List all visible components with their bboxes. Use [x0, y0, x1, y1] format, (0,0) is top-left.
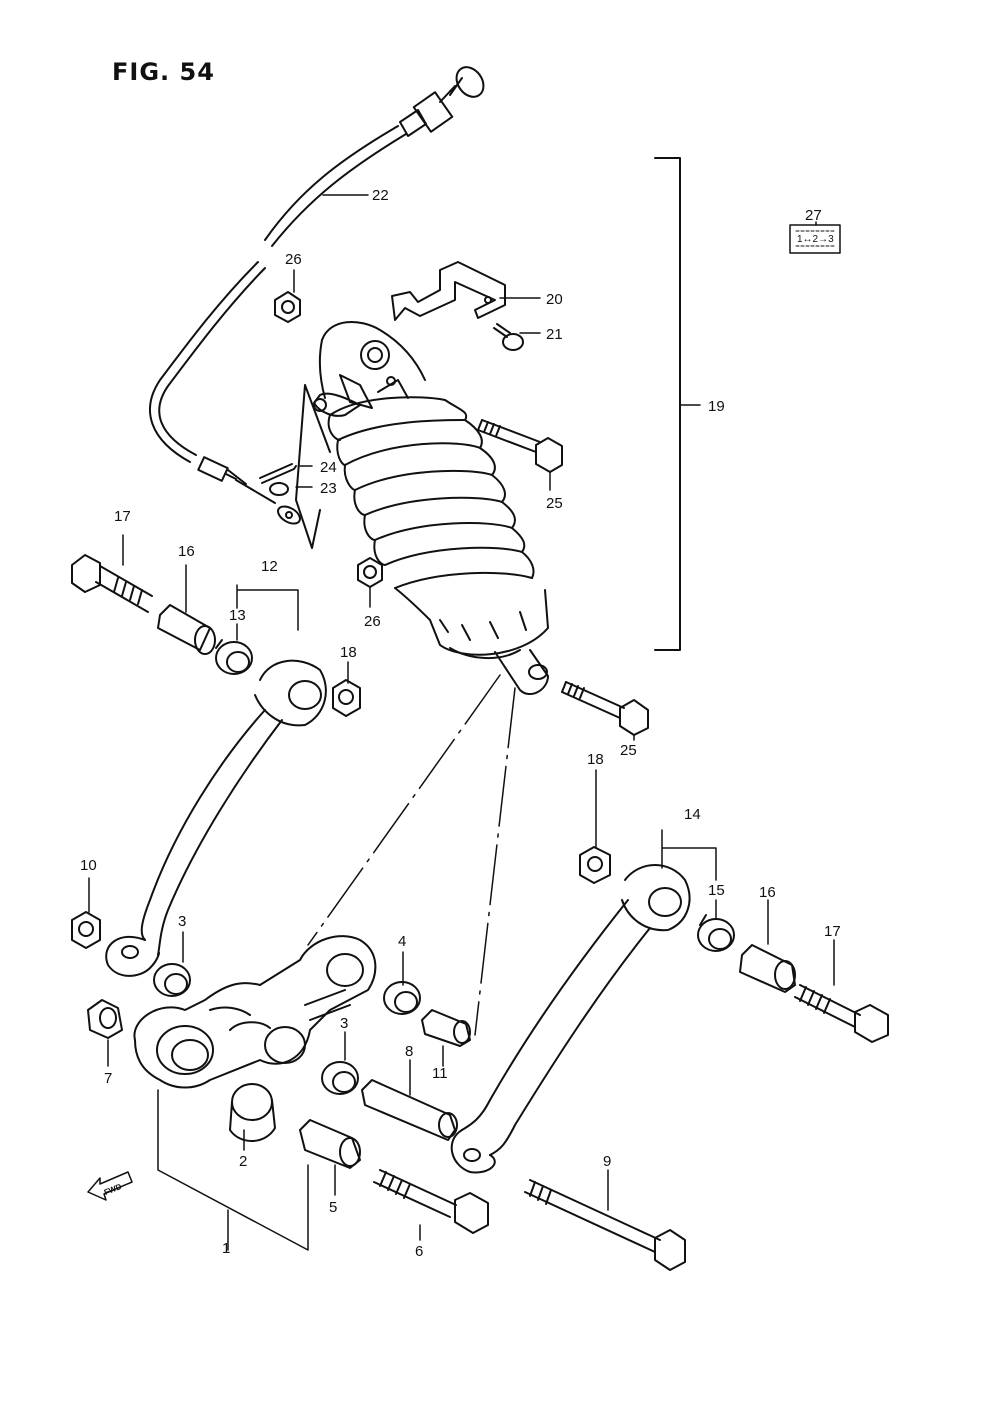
callout-25-top: 25 — [546, 495, 563, 512]
bearing-icon — [697, 914, 735, 952]
fwd-marker-text: FWD — [103, 1182, 123, 1197]
fwd-arrow-icon — [87, 1171, 133, 1201]
nut-icon — [87, 999, 123, 1039]
cushion-lever-icon — [133, 935, 377, 1089]
callout-27: 27 — [805, 207, 822, 224]
callout-5: 5 — [329, 1199, 337, 1216]
cushion-rod-icon — [105, 659, 327, 977]
callout-22: 22 — [372, 187, 389, 204]
figure-title: FIG. 54 — [112, 58, 215, 86]
callout-23: 23 — [320, 480, 337, 497]
callout-11: 11 — [432, 1065, 448, 1082]
callout-25-mid: 25 — [620, 742, 637, 759]
callout-6: 6 — [415, 1243, 423, 1260]
callout-7: 7 — [104, 1070, 112, 1087]
callout-17-right: 17 — [824, 923, 841, 940]
leader-lines — [88, 194, 835, 1241]
bolt-icon — [794, 984, 889, 1043]
callout-18-right: 18 — [587, 751, 604, 768]
nut-icon — [274, 291, 383, 588]
callout-3-lower: 3 — [340, 1015, 348, 1032]
callout-1: 1 — [222, 1240, 230, 1257]
callout-10: 10 — [80, 857, 97, 874]
spacer-icon — [299, 1009, 471, 1169]
callout-26-top: 26 — [285, 251, 302, 268]
callout-8: 8 — [405, 1043, 413, 1060]
adjuster-cable-icon — [149, 66, 485, 525]
spacer-icon — [157, 604, 216, 655]
callout-18-left: 18 — [340, 644, 357, 661]
callout-19: 19 — [708, 398, 725, 415]
nut-icon — [579, 846, 611, 884]
bearing-icon — [153, 963, 421, 1142]
bolt-icon — [71, 554, 153, 613]
bolt-icon — [373, 1169, 686, 1271]
callout-4: 4 — [398, 933, 406, 950]
callout-20: 20 — [546, 291, 563, 308]
screw-icon — [493, 323, 524, 351]
shock-absorber-icon — [313, 320, 549, 695]
bearing-icon — [215, 639, 253, 675]
cotter-pin-icon — [259, 463, 297, 496]
callout-21: 21 — [546, 326, 563, 343]
callout-3-upper: 3 — [178, 913, 186, 930]
callout-14: 14 — [684, 806, 701, 823]
label-plate-icon — [789, 224, 841, 254]
callout-12: 12 — [261, 558, 278, 575]
callout-24: 24 — [320, 459, 337, 476]
callout-9: 9 — [603, 1153, 611, 1170]
callout-17-left: 17 — [114, 508, 131, 525]
nut-icon — [71, 679, 361, 949]
callout-16-left: 16 — [178, 543, 195, 560]
spacer-icon — [739, 944, 796, 993]
bracket-icon — [391, 261, 506, 321]
callout-16-right: 16 — [759, 884, 776, 901]
label-plate-text: 1↔2→3 — [797, 234, 834, 245]
cushion-rod-icon — [450, 864, 691, 1174]
callout-2: 2 — [239, 1153, 247, 1170]
bolt-icon — [477, 419, 649, 736]
callout-13: 13 — [229, 607, 246, 624]
callout-26-mid: 26 — [364, 613, 381, 630]
callout-15: 15 — [708, 882, 725, 899]
